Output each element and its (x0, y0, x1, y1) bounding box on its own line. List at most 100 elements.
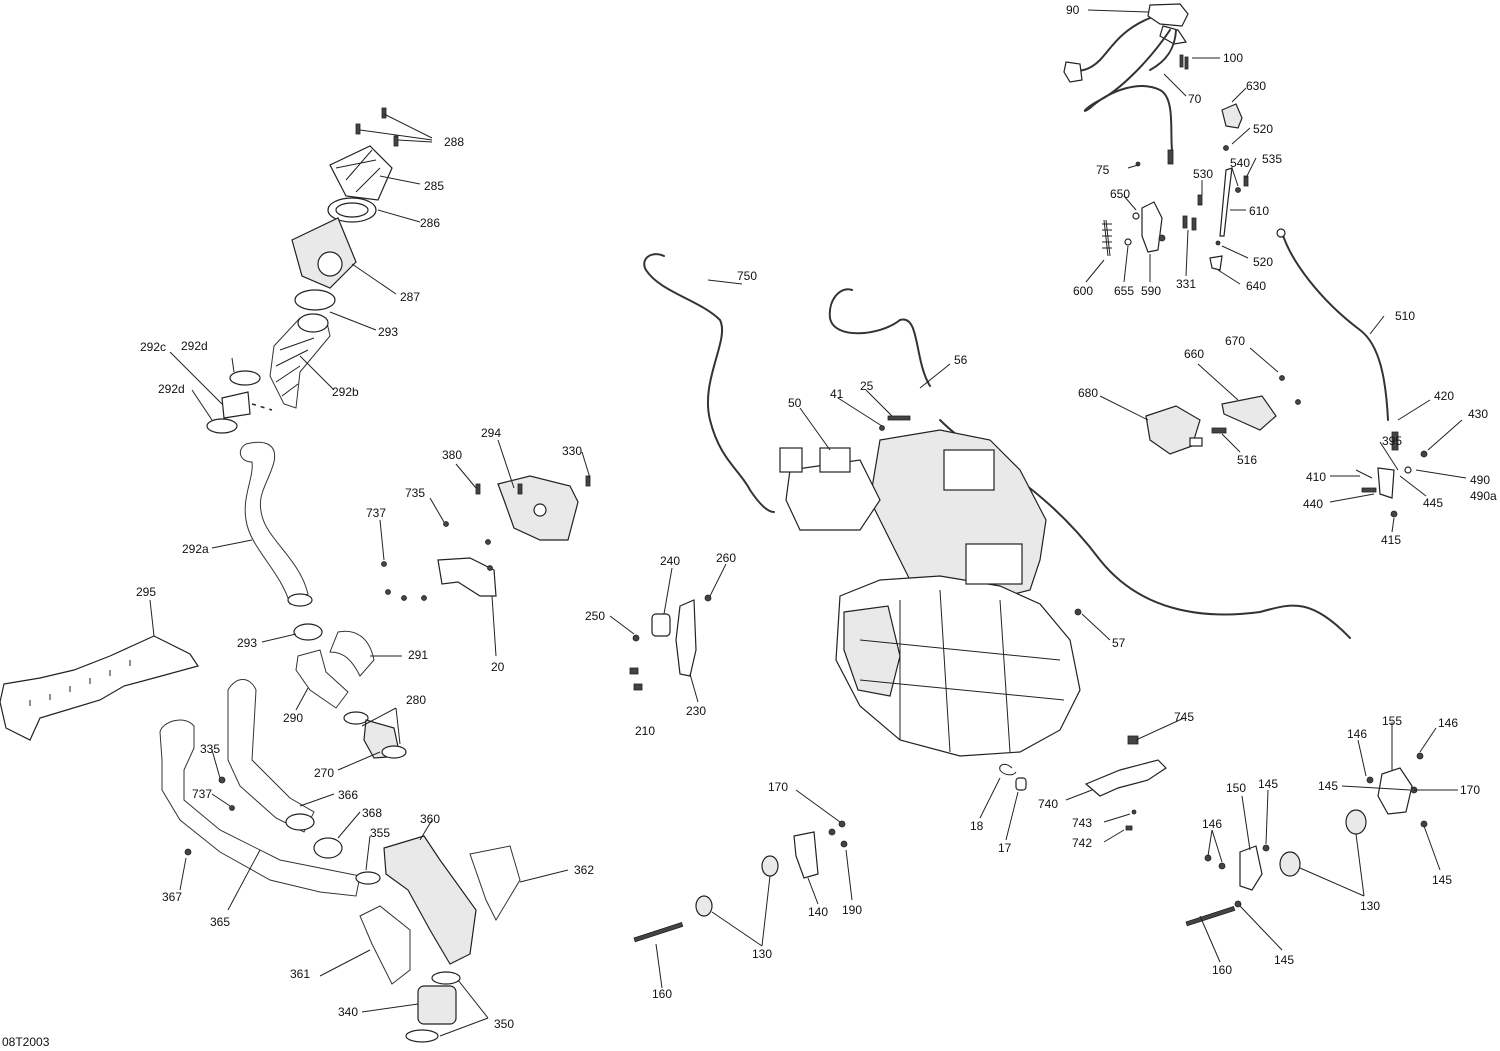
callout-510: 510 (1395, 309, 1415, 323)
callout-294: 294 (481, 426, 501, 440)
callout-293: 293 (378, 325, 398, 339)
leader-lines (149, 9, 1467, 1037)
callout-170: 170 (768, 780, 788, 794)
callout-340: 340 (338, 1005, 358, 1019)
throttle-lever-parts (1102, 103, 1249, 271)
callout-100: 100 (1223, 51, 1243, 65)
callout-70: 70 (1188, 92, 1202, 106)
callout-50: 50 (788, 396, 802, 410)
callout-440: 440 (1303, 497, 1323, 511)
callout-155: 155 (1382, 714, 1402, 728)
callout-280: 280 (406, 693, 426, 707)
figure-code: 08T2003 (2, 1035, 50, 1049)
throttle-cable-assembly (1063, 3, 1189, 167)
callout-146: 146 (1202, 817, 1222, 831)
callout-160: 160 (1212, 963, 1232, 977)
callout-530: 530 (1193, 167, 1213, 181)
callout-410: 410 (1306, 470, 1326, 484)
callout-292a: 292a (182, 542, 209, 556)
callout-430: 430 (1468, 407, 1488, 421)
callout-250: 250 (585, 609, 605, 623)
callout-295: 295 (136, 585, 156, 599)
parts-drawing (0, 3, 1467, 1043)
engine-mount-brackets (381, 475, 591, 601)
callout-380: 380 (442, 448, 462, 462)
callout-292c: 292c (140, 340, 166, 354)
callout-285: 285 (424, 179, 444, 193)
callout-737: 737 (192, 787, 212, 801)
callout-130: 130 (1360, 899, 1380, 913)
callout-640: 640 (1246, 279, 1266, 293)
lower-mounts-right (1185, 752, 1428, 927)
callout-535: 535 (1262, 152, 1282, 166)
cable-750 (643, 253, 775, 513)
callout-350: 350 (494, 1017, 514, 1031)
callout-292d-top: 292d (181, 339, 208, 353)
callout-190: 190 (842, 903, 862, 917)
callout-25: 25 (860, 379, 874, 393)
bracket-740-group (999, 735, 1167, 831)
engine-brackets-660-680 (1145, 375, 1301, 455)
callout-146: 146 (1438, 716, 1458, 730)
callout-41: 41 (830, 387, 844, 401)
callout-240: 240 (660, 554, 680, 568)
callout-291: 291 (408, 648, 428, 662)
callout-740: 740 (1038, 797, 1058, 811)
callout-540: 540 (1230, 156, 1250, 170)
callout-287: 287 (400, 290, 420, 304)
callout-170: 170 (1460, 783, 1480, 797)
callout-743: 743 (1072, 816, 1092, 830)
callout-150: 150 (1226, 781, 1246, 795)
callout-145: 145 (1432, 873, 1452, 887)
callout-293: 293 (237, 636, 257, 650)
intake-ducts (206, 313, 331, 607)
callout-17: 17 (998, 841, 1012, 855)
callout-650: 650 (1110, 187, 1130, 201)
skid-guard-295 (0, 635, 199, 741)
callout-516: 516 (1237, 453, 1257, 467)
callout-365: 365 (210, 915, 230, 929)
callout-670: 670 (1225, 334, 1245, 348)
callout-395: 395 (1382, 434, 1402, 448)
callout-75: 75 (1096, 163, 1110, 177)
callout-90: 90 (1066, 3, 1080, 17)
shift-rod-assembly (1276, 228, 1428, 518)
callout-260: 260 (716, 551, 736, 565)
callout-610: 610 (1249, 204, 1269, 218)
callout-415: 415 (1381, 533, 1401, 547)
callout-335: 335 (200, 742, 220, 756)
callout-210: 210 (635, 724, 655, 738)
callout-366: 366 (338, 788, 358, 802)
callout-145: 145 (1318, 779, 1338, 793)
callout-368: 368 (362, 806, 382, 820)
callout-57: 57 (1112, 636, 1126, 650)
callout-420: 420 (1434, 389, 1454, 403)
callout-600: 600 (1073, 284, 1093, 298)
callout-286: 286 (420, 216, 440, 230)
callout-330: 330 (562, 444, 582, 458)
muffler-group (359, 835, 521, 1043)
callout-655: 655 (1114, 284, 1134, 298)
callout-660: 660 (1184, 347, 1204, 361)
callout-355: 355 (370, 826, 390, 840)
callout-292b: 292b (332, 385, 359, 399)
lower-mounts-left (633, 820, 848, 943)
callout-130: 130 (752, 947, 772, 961)
callout-490a: 490a (1470, 489, 1497, 503)
callout-735: 735 (405, 486, 425, 500)
callout-140: 140 (808, 905, 828, 919)
callout-630: 630 (1246, 79, 1266, 93)
callout-360: 360 (420, 812, 440, 826)
callout-742: 742 (1072, 836, 1092, 850)
callout-146: 146 (1347, 727, 1367, 741)
callout-590: 590 (1141, 284, 1161, 298)
callout-445: 445 (1423, 496, 1443, 510)
callout-230: 230 (686, 704, 706, 718)
callout-290: 290 (283, 711, 303, 725)
callout-361: 361 (290, 967, 310, 981)
callout-750: 750 (737, 269, 757, 283)
callout-56: 56 (954, 353, 968, 367)
mount-230-group (629, 594, 712, 691)
exhaust-pipes (159, 679, 381, 897)
